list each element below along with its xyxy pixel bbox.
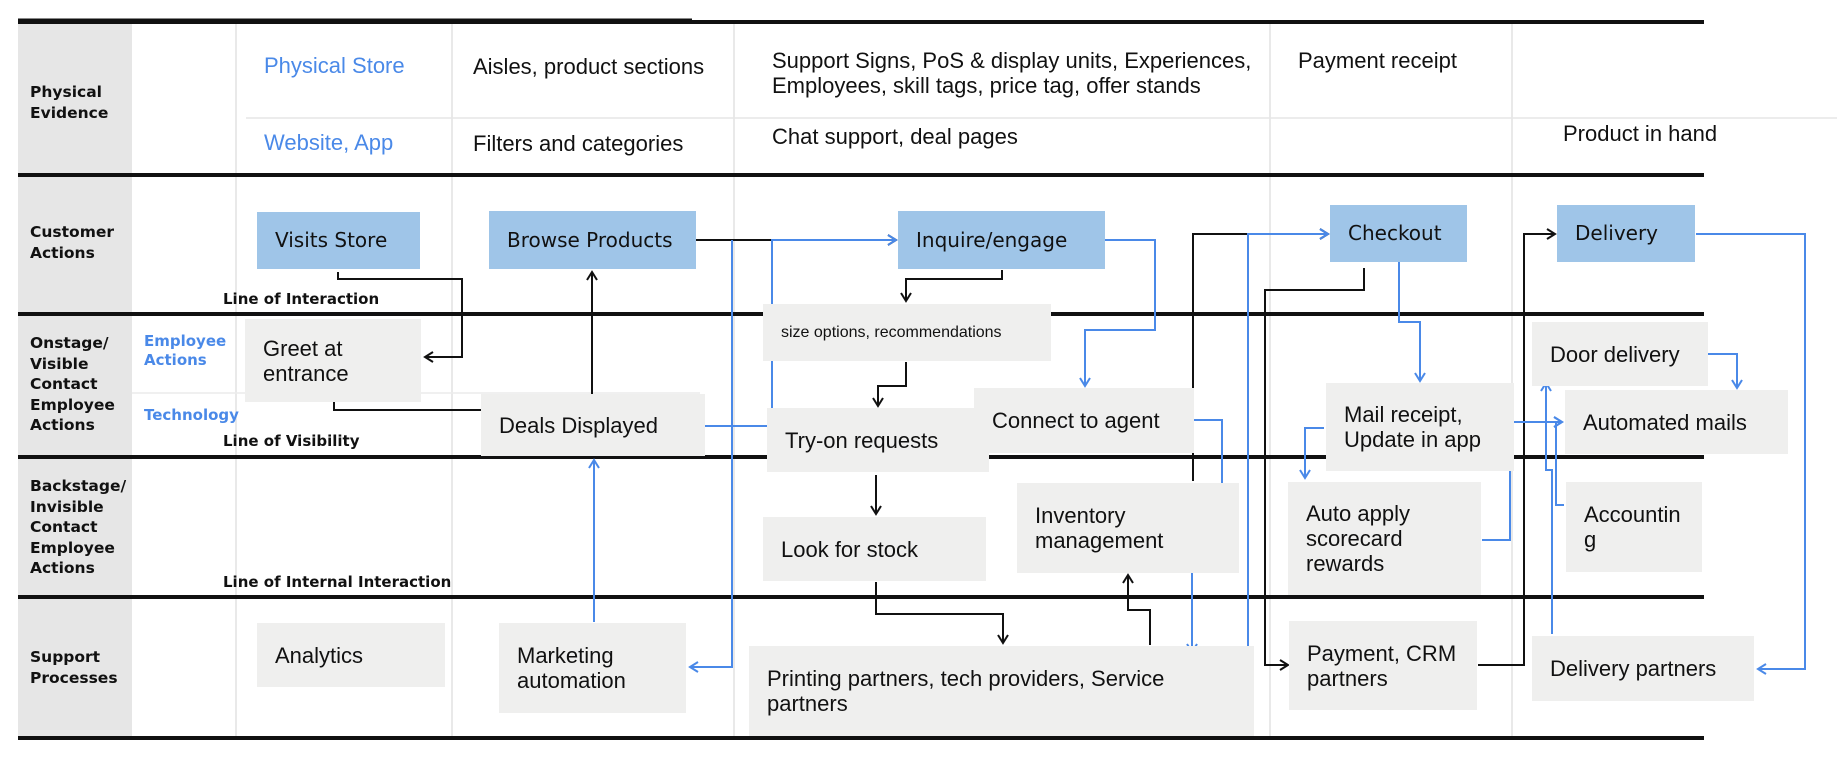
lane-customer-actions: Customer Actions <box>30 223 115 262</box>
arrow-size-to-tryon <box>872 362 907 408</box>
arrow-greet-to-browse <box>333 270 598 411</box>
onstage-deals-displayed: Deals Displayed <box>481 394 705 456</box>
support-delivery-partners: Delivery partners <box>1532 636 1754 701</box>
arrow-inventory-to-checkout <box>1192 228 1330 481</box>
evidence-product-in-hand: Product in hand <box>1563 121 1718 146</box>
sublane-employee-actions: Employee Actions <box>144 332 227 369</box>
arrow-inquire-to-agent <box>1079 239 1156 388</box>
onstage-mail-receipt: Mail receipt, Update in app <box>1326 383 1514 471</box>
support-printing-partners: Printing partners, tech providers, Servi… <box>749 646 1254 736</box>
support-marketing-automation: Marketing automation <box>499 623 686 713</box>
evidence-filters: Filters and categories <box>473 131 684 156</box>
lane-physical-evidence: Physical Evidence <box>30 83 109 122</box>
arrow-checkout-to-mail <box>1398 262 1426 383</box>
arrow-autoapply-to-automated <box>1482 416 1564 541</box>
backstage-look-for-stock: Look for stock <box>763 517 986 581</box>
line-of-interaction-label: Line of Interaction <box>223 290 380 308</box>
arrow-payment-to-delivery <box>1478 228 1557 666</box>
column-dividers <box>235 22 1513 740</box>
arrow-mail-to-autoapply <box>1299 427 1324 480</box>
onstage-try-on: Try-on requests <box>767 408 989 472</box>
onstage-greet: Greet at entrance <box>245 319 421 402</box>
evidence-physical-store: Physical Store <box>264 53 405 78</box>
evidence-payment-receipt: Payment receipt <box>1298 48 1457 73</box>
evidence-website-app: Website, App <box>264 130 394 155</box>
action-inquire-engage: Inquire/engage <box>898 211 1105 269</box>
lane-label-column <box>18 22 132 738</box>
backstage-inventory-management: Inventory management <box>1017 483 1239 573</box>
backstage-accounting: Accountin g <box>1566 482 1702 572</box>
arrow-accounting-to-automated <box>1553 416 1564 506</box>
arrow-door-to-automated <box>1707 353 1743 390</box>
evidence-aisles: Aisles, product sections <box>473 54 705 79</box>
onstage-connect-agent: Connect to agent <box>974 388 1194 453</box>
arrow-inquire-to-size <box>900 270 1003 303</box>
onstage-automated-mails: Automated mails <box>1565 390 1788 454</box>
arrow-printing-to-inventory <box>1122 573 1151 645</box>
arrow-printing-to-checkout <box>1247 228 1330 680</box>
arrow-stock-to-printing <box>875 582 1009 645</box>
action-delivery: Delivery <box>1557 205 1695 262</box>
backstage-auto-apply: Auto apply scorecard rewards <box>1288 482 1481 595</box>
lane-support: Support Processes <box>30 648 118 687</box>
action-visits-store: Visits Store <box>257 212 420 269</box>
line-of-internal-interaction-label: Line of Internal Interaction <box>223 573 452 591</box>
evidence-chat-support: Chat support, deal pages <box>772 124 1018 149</box>
action-checkout: Checkout <box>1330 205 1467 262</box>
lane-backstage: Backstage/ Invisible Contact Employee Ac… <box>30 477 127 577</box>
support-payment-crm: Payment, CRM partners <box>1289 621 1477 710</box>
onstage-door-delivery: Door delivery <box>1532 322 1708 386</box>
arrow-checkout-to-payment <box>1264 268 1365 671</box>
sublane-technology: Technology <box>144 406 239 424</box>
arrow-partners-to-door <box>1540 381 1553 634</box>
arrow-delivery-to-partners <box>1696 233 1806 675</box>
evidence-support-signs: Support Signs, PoS & display units, Expe… <box>772 48 1252 98</box>
line-of-visibility-label: Line of Visibility <box>223 432 360 450</box>
onstage-size-options: size options, recommendations <box>763 304 1051 361</box>
black-connectors <box>333 228 1557 671</box>
support-analytics: Analytics <box>257 623 445 687</box>
arrow-visits-to-greet <box>337 272 463 363</box>
action-browse-products: Browse Products <box>489 211 696 269</box>
arrow-browse-to-marketing <box>688 240 733 673</box>
lane-onstage: Onstage/ Visible Contact Employee Action… <box>30 334 115 434</box>
